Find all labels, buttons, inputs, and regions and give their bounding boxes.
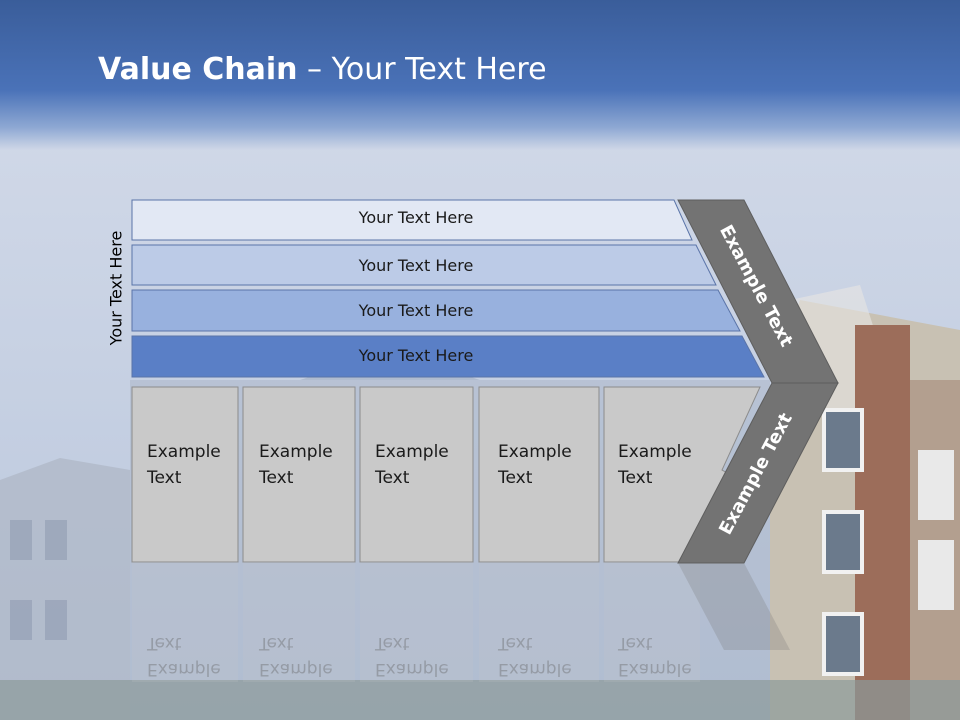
title-bold: Value Chain bbox=[98, 52, 298, 87]
box-label-4: Example Text bbox=[498, 442, 572, 488]
box-2 bbox=[242, 386, 356, 563]
box-label-5: Example Text bbox=[618, 442, 692, 488]
title-rest: – Your Text Here bbox=[297, 52, 547, 87]
box-4 bbox=[478, 386, 600, 563]
box-label-1: Example Text bbox=[147, 442, 221, 488]
header-band bbox=[0, 0, 960, 150]
box-label-2: Example Text bbox=[259, 442, 333, 488]
box-reflection-1 bbox=[132, 562, 238, 682]
box-reflection-3 bbox=[360, 562, 473, 682]
box-reflection-label-1: Example Text bbox=[147, 633, 221, 679]
box-reflection-2 bbox=[243, 562, 355, 682]
box-reflection-label-5: Example Text bbox=[618, 633, 692, 679]
page-title: Value Chain – Your Text Here bbox=[98, 52, 547, 87]
bar-label-4: Your Text Here bbox=[358, 346, 474, 365]
bar-label-2: Your Text Here bbox=[358, 256, 474, 275]
box-label-3: Example Text bbox=[375, 442, 449, 488]
box-reflection-5 bbox=[604, 562, 700, 682]
bar-label-3: Your Text Here bbox=[358, 301, 474, 320]
box-3 bbox=[359, 386, 474, 563]
box-reflection-label-4: Example Text bbox=[498, 633, 572, 679]
chevron-reflection bbox=[678, 563, 790, 650]
box-reflection-label-2: Example Text bbox=[259, 633, 333, 679]
bar-1 bbox=[131, 199, 693, 241]
box-reflection-label-3: Example Text bbox=[375, 633, 449, 679]
bar-label-1: Your Text Here bbox=[358, 208, 474, 227]
bar-2 bbox=[131, 244, 717, 286]
bar-3 bbox=[131, 289, 741, 332]
chevron-lower bbox=[677, 382, 839, 564]
bar-4 bbox=[131, 335, 765, 378]
box-1 bbox=[131, 386, 239, 563]
box-reflection-4 bbox=[479, 562, 599, 682]
